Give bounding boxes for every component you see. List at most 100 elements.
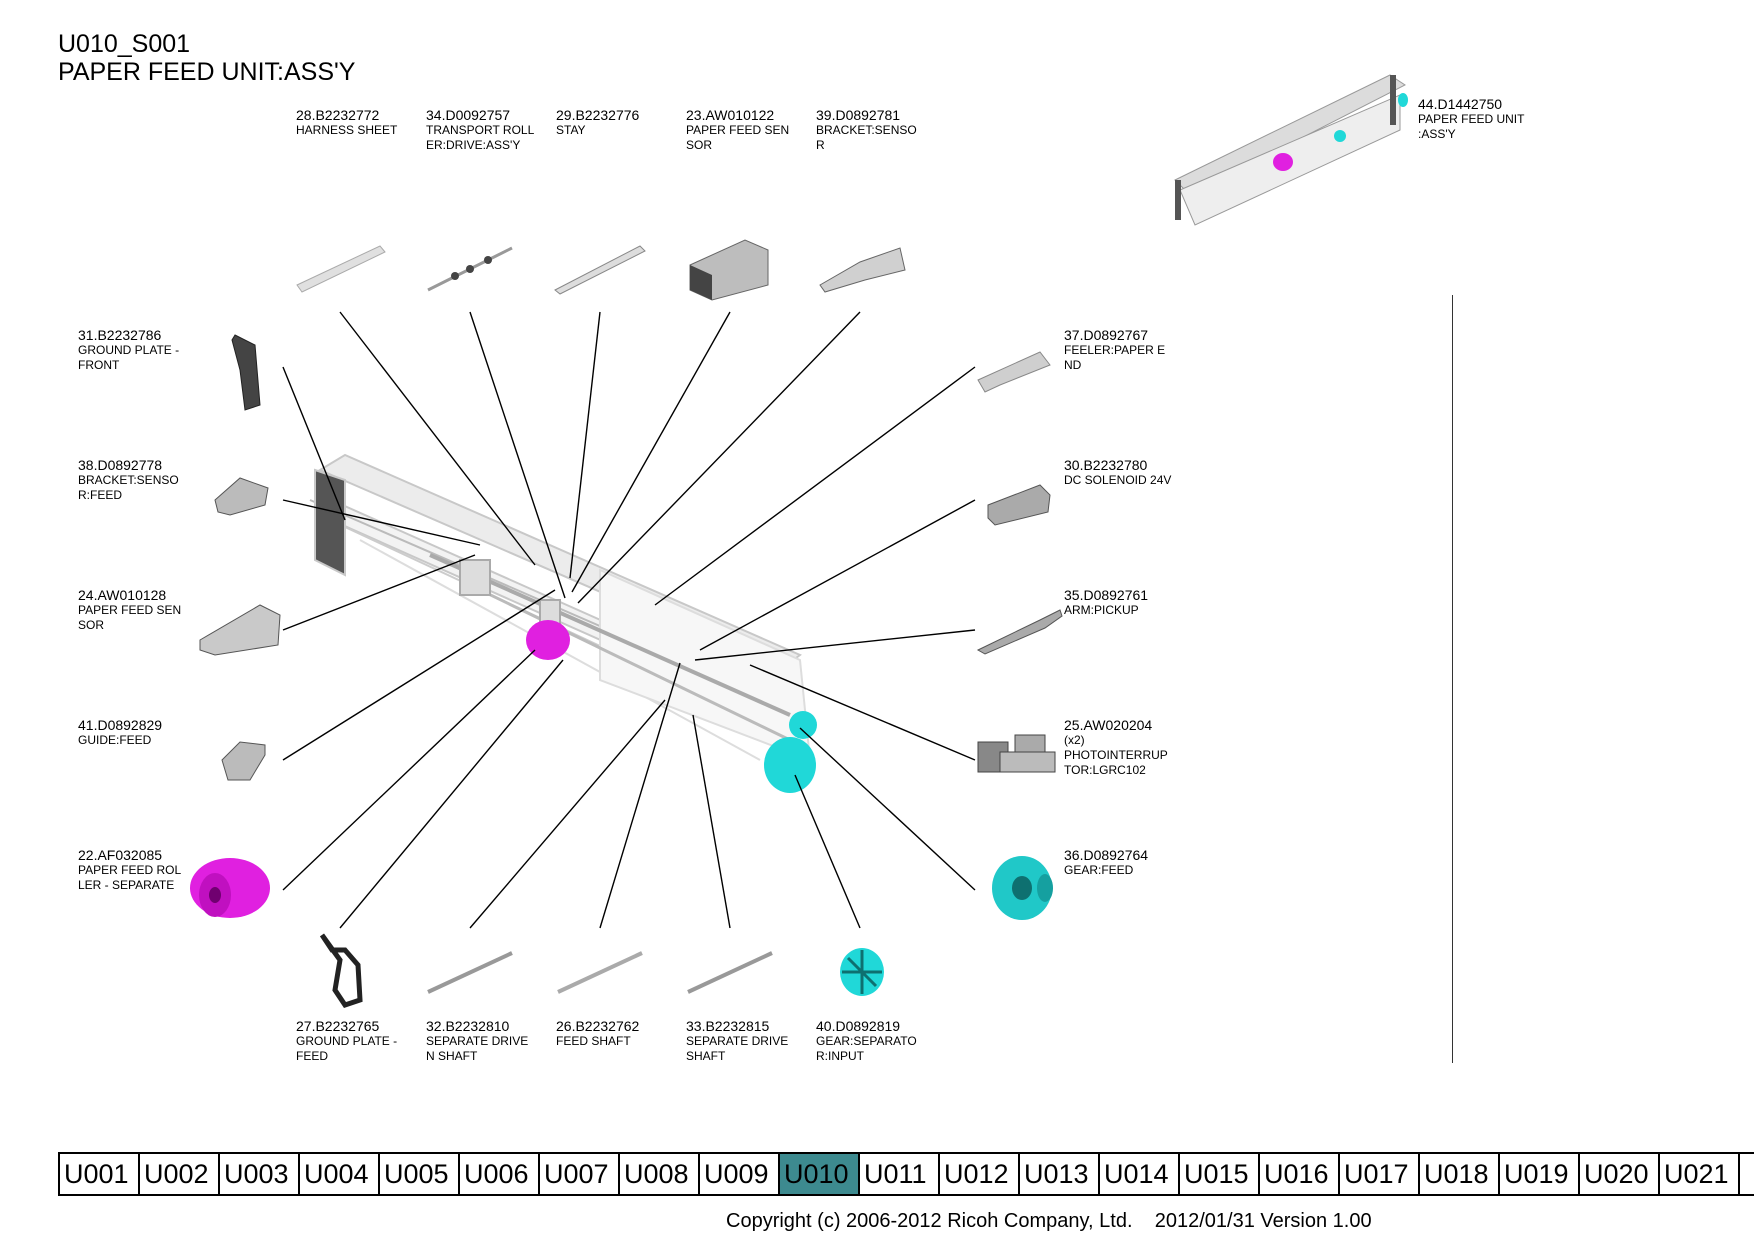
- tab-u010[interactable]: U010: [780, 1154, 860, 1194]
- part-number: 37.D0892767: [1064, 327, 1149, 343]
- part-description: GROUND PLATE - FEED: [296, 1034, 398, 1063]
- part-number: 30.B2232780: [1064, 457, 1148, 473]
- leader-lines: [282, 311, 976, 929]
- part-number: 27.B2232765: [296, 1018, 380, 1034]
- feeler-paper-end-shape: [977, 351, 1051, 393]
- tab-u021[interactable]: U021: [1660, 1154, 1740, 1194]
- complete-unit-thumbnail: [1174, 74, 1408, 226]
- tab-u007[interactable]: U007: [540, 1154, 620, 1194]
- part-number: 39.D0892781: [816, 107, 901, 123]
- stay-shape: [554, 245, 646, 295]
- bracket-sensor-39-shape: [819, 247, 906, 293]
- part-description: FEELER:PAPER E ND: [1064, 343, 1166, 372]
- tab-u003[interactable]: U003: [220, 1154, 300, 1194]
- part-number: 22.AF032085: [78, 847, 163, 863]
- vertical-divider: [1452, 295, 1453, 1063]
- part-description: STAY: [556, 123, 586, 137]
- part-number: 26.B2232762: [556, 1018, 640, 1034]
- part-number: 32.B2232810: [426, 1018, 510, 1034]
- tab-u005[interactable]: U005: [380, 1154, 460, 1194]
- tab-u008[interactable]: U008: [620, 1154, 700, 1194]
- part-number: 28.B2232772: [296, 107, 380, 123]
- tab-u014[interactable]: U014: [1100, 1154, 1180, 1194]
- tab-u015[interactable]: U015: [1180, 1154, 1260, 1194]
- tab-u017[interactable]: U017: [1340, 1154, 1420, 1194]
- part-description: PAPER FEED SEN SOR: [686, 123, 790, 152]
- unit-assembly-drawing: [309, 453, 812, 762]
- part-description: HARNESS SHEET: [296, 123, 398, 137]
- tab-u018[interactable]: U018: [1420, 1154, 1500, 1194]
- page-title: PAPER FEED UNIT:ASS'Y: [58, 58, 356, 86]
- part-number: 34.D0092757: [426, 107, 511, 123]
- part-description: FEED SHAFT: [556, 1034, 631, 1048]
- part-description: PAPER FEED UNIT :ASS'Y: [1418, 112, 1525, 141]
- part-number: 23.AW010122: [686, 107, 775, 123]
- separate-driven-shaft-shape: [427, 951, 513, 994]
- tab-u020[interactable]: U020: [1580, 1154, 1660, 1194]
- tab-u001[interactable]: U001: [60, 1154, 140, 1194]
- part-number: 33.B2232815: [686, 1018, 770, 1034]
- part-number: 29.B2232776: [556, 107, 640, 123]
- ground-plate-front-shape: [231, 334, 261, 411]
- gear-feed-shape: [992, 856, 1053, 920]
- cyan-gear-in-unit-2: [789, 711, 817, 739]
- tab-u013[interactable]: U013: [1020, 1154, 1100, 1194]
- page-code: U010_S001: [58, 30, 191, 58]
- part-description: (x2) PHOTOINTERRUP TOR:LGRC102: [1064, 733, 1168, 777]
- paper-feed-sensor-23-shape: [689, 239, 769, 301]
- paper-feed-sensor-24-shape: [199, 604, 281, 656]
- part-description: GEAR:SEPARATO R:INPUT: [816, 1034, 917, 1063]
- part-number: 44.D1442750: [1418, 96, 1503, 112]
- paper-feed-roller-shape: [190, 858, 270, 918]
- part-description: DC SOLENOID 24V: [1064, 473, 1172, 487]
- arm-pickup-shape: [976, 609, 1063, 655]
- tab-u009[interactable]: U009: [700, 1154, 780, 1194]
- tab-u004[interactable]: U004: [300, 1154, 380, 1194]
- tab-u011[interactable]: U011: [860, 1154, 940, 1194]
- part-label-25[interactable]: 25.AW020204(x2) PHOTOINTERRUP TOR:LGRC10…: [1064, 717, 1168, 778]
- part-description: GROUND PLATE - FRONT: [78, 343, 180, 372]
- bracket-sensor-feed-shape: [214, 477, 269, 516]
- tab-u016[interactable]: U016: [1260, 1154, 1340, 1194]
- guide-feed-shape: [221, 741, 266, 781]
- part-number: 38.D0892778: [78, 457, 163, 473]
- part-description: SEPARATE DRIVE SHAFT: [686, 1034, 789, 1063]
- cyan-gear-in-unit-1: [764, 737, 816, 793]
- part-number: 35.D0892761: [1064, 587, 1149, 603]
- magenta-roller-in-unit: [526, 620, 570, 660]
- part-description: ARM:PICKUP: [1064, 603, 1139, 617]
- part-number: 25.AW020204: [1064, 717, 1153, 733]
- tab-u002[interactable]: U002: [140, 1154, 220, 1194]
- photointerrupter-shape: [977, 734, 1056, 773]
- tab-u006[interactable]: U006: [460, 1154, 540, 1194]
- part-description: BRACKET:SENSO R:FEED: [78, 473, 179, 502]
- part-description: PAPER FEED SEN SOR: [78, 603, 182, 632]
- tab-u019[interactable]: U019: [1500, 1154, 1580, 1194]
- tab-u012[interactable]: U012: [940, 1154, 1020, 1194]
- gear-separator-input-shape: [840, 948, 884, 996]
- part-description: GEAR:FEED: [1064, 863, 1134, 877]
- part-number: 36.D0892764: [1064, 847, 1149, 863]
